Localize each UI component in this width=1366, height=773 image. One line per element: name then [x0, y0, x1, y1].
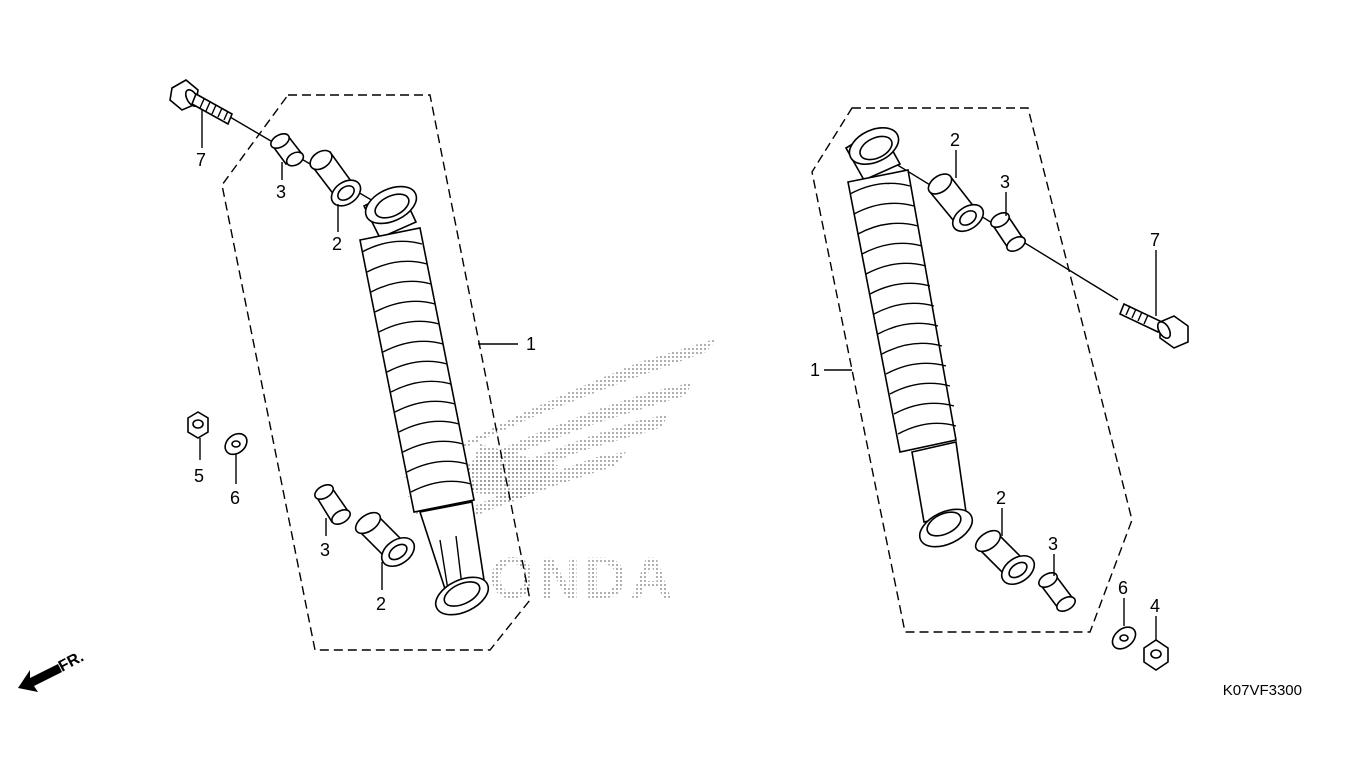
- left-bolt[interactable]: [169, 79, 234, 126]
- left-bushing-top[interactable]: [307, 147, 366, 212]
- right-shock-absorber[interactable]: [844, 121, 978, 555]
- right-bushing-top[interactable]: [925, 170, 988, 237]
- callout-right-collar-bottom: 3: [1048, 534, 1058, 554]
- right-collar-top[interactable]: [988, 210, 1027, 254]
- callout-left-bolt: 7: [196, 150, 206, 170]
- left-shock-absorber[interactable]: [359, 179, 494, 622]
- left-bushing-bottom[interactable]: [352, 508, 420, 572]
- callout-right-bushing-top: 2: [950, 130, 960, 150]
- left-collar-top[interactable]: [268, 131, 305, 169]
- callout-left-nut: 5: [194, 466, 204, 486]
- left-nut[interactable]: [187, 411, 209, 439]
- front-arrow-icon: [18, 664, 62, 692]
- callout-left-shock: 1: [526, 334, 536, 354]
- right-shock-assembly: 2 3 7 1 2 3 6 4: [810, 107, 1189, 671]
- callout-left-collar-bottom: 3: [320, 540, 330, 560]
- left-assembly-boundary: [221, 94, 531, 651]
- callout-right-collar-top: 3: [1000, 172, 1010, 192]
- right-spring-coils: [849, 182, 957, 435]
- callout-left-bushing-top: 2: [332, 234, 342, 254]
- left-spring-coils: [361, 240, 472, 493]
- callout-right-shock: 1: [810, 360, 820, 380]
- right-assembly-boundary: [811, 107, 1133, 633]
- right-nut[interactable]: [1143, 639, 1169, 671]
- right-bushing-bottom[interactable]: [972, 526, 1040, 590]
- left-washer[interactable]: [221, 429, 251, 458]
- drawing-code: K07VF3300: [1223, 682, 1302, 699]
- callout-left-washer: 6: [230, 488, 240, 508]
- left-collar-bottom[interactable]: [312, 482, 352, 527]
- callout-right-washer: 6: [1118, 578, 1128, 598]
- callout-right-nut: 4: [1150, 596, 1160, 616]
- right-collar-bottom[interactable]: [1036, 570, 1077, 614]
- right-bolt[interactable]: [1118, 302, 1189, 349]
- callout-right-bushing-bottom: 2: [996, 488, 1006, 508]
- callout-right-bolt: 7: [1150, 230, 1160, 250]
- left-shock-assembly: 7 3 2 1 5 6 3 2: [169, 79, 536, 651]
- right-washer[interactable]: [1108, 623, 1139, 654]
- front-direction-indicator: FR.: [18, 648, 87, 692]
- callout-left-collar-top: 3: [276, 182, 286, 202]
- callout-left-bushing-bottom: 2: [376, 594, 386, 614]
